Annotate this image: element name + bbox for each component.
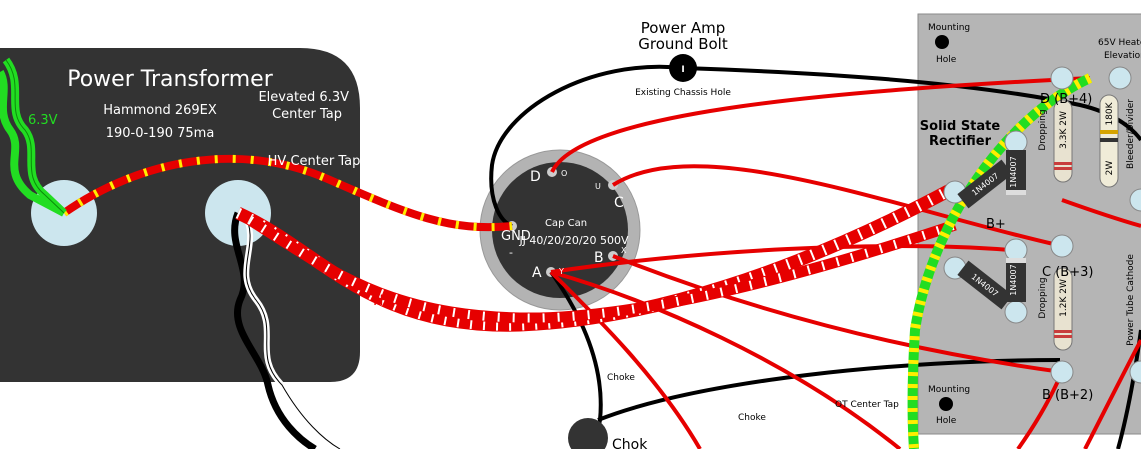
post-bplus <box>1004 238 1028 262</box>
twisted-bw-wire-black <box>231 211 317 449</box>
choke-partial-label: Chok <box>612 437 648 449</box>
cap-can-c-label: C <box>614 195 624 211</box>
resistor-180k-label: 180K <box>1105 101 1115 125</box>
wire-hv-label: HV <box>373 293 394 309</box>
resistor-180k-band <box>1100 130 1118 134</box>
resistor-180k-band2 <box>1100 138 1118 142</box>
green-63v-wire-a <box>0 70 66 217</box>
resistor-12k <box>1053 267 1073 351</box>
heater-label-1: 65V Heater <box>1098 38 1141 48</box>
post-right-2 <box>1129 360 1141 384</box>
mounting-hole-top <box>935 35 949 49</box>
red-wire-board-bottom-2 <box>1083 339 1141 449</box>
cap-can-b-label: B <box>594 250 604 266</box>
mounting-top-label-2: Hole <box>936 55 957 65</box>
cap-can-minus: - <box>509 246 513 259</box>
cap-can-d-label: D <box>530 169 541 185</box>
ot-center-tap-label: OT Center Tap <box>835 400 899 410</box>
node-b4-label: D (B+4) <box>1040 92 1092 107</box>
mounting-bottom-label-2: Hole <box>936 416 957 426</box>
twisted-bw-wire-white-outline <box>243 212 341 449</box>
rectifier-label-2: Rectifier <box>929 134 992 149</box>
red-wire-c-to-b3 <box>611 164 1063 248</box>
diode-1-band <box>1006 190 1026 195</box>
hv-center-tap-wire <box>61 154 513 232</box>
post-rect-bottom <box>1004 300 1028 324</box>
transformer-model: Hammond 269EX <box>103 103 217 118</box>
resistor-12k-band2 <box>1054 335 1072 338</box>
hv-twisted-red-wire-2 <box>247 215 957 324</box>
cap-can-b-sym: X <box>621 246 627 255</box>
transformer-rating: 190-0-190 75ma <box>106 126 215 141</box>
dropping-label-1: Dropping <box>1038 109 1048 150</box>
power-tube-cathode-label: Power Tube Cathode <box>1126 254 1136 346</box>
red-wire-d-to-b4 <box>550 76 1091 173</box>
wire-63v-label: 6.3V <box>28 113 58 128</box>
ground-bolt-title-1: Power Amp <box>641 19 726 37</box>
resistor-33k-band2 <box>1054 167 1072 170</box>
black-wire-bolt-to-capcan <box>489 64 684 228</box>
diode-2-label: 1N4007 <box>1009 264 1018 295</box>
red-wire-a-to-ot-2 <box>549 270 702 449</box>
node-bplus-label: B+ <box>986 217 1006 232</box>
cap-can-a-label: A <box>532 265 542 281</box>
cap-can-spec: JJ 40/20/20/20 500V <box>518 234 629 247</box>
resistor-33k <box>1053 99 1073 183</box>
chassis-hole-label: Existing Chassis Hole <box>635 88 731 98</box>
post-b3 <box>1050 234 1074 258</box>
rectifier-label-1: Solid State <box>920 119 1001 134</box>
heater-elevation-wire-stripes <box>907 73 1093 449</box>
diode-4 <box>957 260 1013 310</box>
cap-can-c-sym: U <box>595 182 601 191</box>
ground-bolt-title-2: Ground Bolt <box>638 35 728 53</box>
choke-terminal <box>568 418 608 449</box>
green-63v-wire-outline <box>5 59 65 214</box>
post-b4 <box>1050 66 1074 90</box>
post-right-1 <box>1129 188 1141 212</box>
red-wire-board-right <box>1061 198 1141 228</box>
transformer-title: Power Transformer <box>67 67 273 92</box>
mounting-hole-bottom <box>939 397 953 411</box>
node-b2-label: B (B+2) <box>1042 388 1093 403</box>
diode-2-band <box>1006 258 1026 263</box>
elevated-63v-label-1: Elevated 6.3V <box>258 90 349 105</box>
resistor-12k-band1 <box>1054 330 1072 333</box>
diode-3 <box>957 159 1013 209</box>
resistor-33k-band1 <box>1054 162 1072 165</box>
resistor-12k-label: 1.2K 2W <box>1059 279 1069 317</box>
node-b3-label: C (B+3) <box>1042 265 1093 280</box>
post-rect-top <box>1004 130 1028 154</box>
cap-can-gnd: GND <box>501 229 531 244</box>
cap-can-inner <box>492 162 628 298</box>
mounting-bottom-label-1: Mounting <box>928 385 970 395</box>
choke-label-vertical: Choke <box>607 373 635 383</box>
red-wire-b-to-b2 <box>612 254 1063 374</box>
heater-label-2: Elevation <box>1104 51 1141 61</box>
resistor-33k-label: 3.3K 2W <box>1059 111 1069 149</box>
diode-1 <box>1006 150 1026 194</box>
hv-center-tap-label: HV Center Tap <box>268 154 361 169</box>
choke-label-bottom: Choke <box>738 413 766 423</box>
cap-can-name: Cap Can <box>545 218 587 229</box>
cap-can-a-sym: Y <box>558 267 564 276</box>
red-wire-a-to-ot-1 <box>550 270 902 449</box>
resistor-2w-label: 2W <box>1105 161 1115 176</box>
dropping-label-2: Dropping <box>1038 277 1048 318</box>
diode-2 <box>1006 258 1026 302</box>
mounting-top-label-1: Mounting <box>928 23 970 33</box>
elevated-63v-label-2: Center Tap <box>272 107 342 122</box>
bleeder-label: Bleeder/Divider <box>1126 99 1136 169</box>
post-b2 <box>1050 360 1074 384</box>
cap-can-d-sym: O <box>561 169 567 178</box>
power-transformer-body <box>0 48 360 382</box>
ground-bolt-symbol: I <box>681 65 684 75</box>
diode-1-label: 1N4007 <box>1009 156 1018 187</box>
post-b4-right <box>1108 66 1132 90</box>
red-wire-a-to-bplus <box>550 244 1011 274</box>
